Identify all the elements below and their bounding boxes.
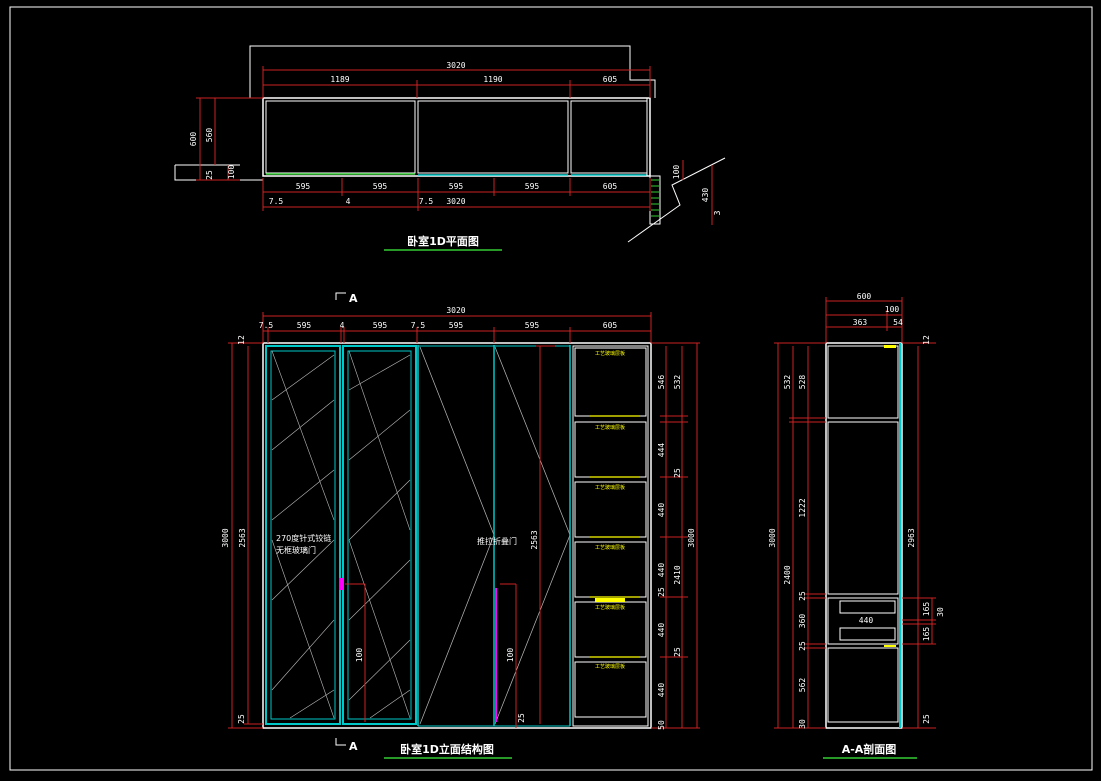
elev-door-height: 2563 xyxy=(530,530,539,549)
section-rdim-a: 165 xyxy=(922,602,931,617)
section-drawer-width: 440 xyxy=(859,616,874,625)
section-ldim-f: 360 xyxy=(798,614,807,629)
plan-ldim-c: 25 xyxy=(205,170,214,180)
note-mid: 推拉折叠门 xyxy=(477,536,517,546)
plan-ldim-d: 100 xyxy=(227,165,236,180)
section-dim-b: 100 xyxy=(885,305,900,314)
plan-dim-2: 1190 xyxy=(483,75,502,84)
elev-ldim-mid: 2563 xyxy=(238,528,247,547)
section-ldim-e: 25 xyxy=(798,591,807,601)
elev-ldim-top: 12 xyxy=(237,335,246,345)
section-ldim-h: 562 xyxy=(798,678,807,693)
section-rdim-top: 12 xyxy=(922,335,931,345)
elev-rdim-g: 440 xyxy=(657,563,666,578)
plan-rdim-b: 430 xyxy=(701,188,710,203)
section-dim-a: 600 xyxy=(857,292,872,301)
elev-dim-b: 595 xyxy=(297,321,312,330)
plan-ldim-b: 560 xyxy=(205,128,214,143)
drawing-frame xyxy=(9,6,1093,771)
elev-handle-dim-left: 100 xyxy=(355,648,364,663)
elev-rdim-f: 3000 xyxy=(687,528,696,547)
elev-rdim-c: 444 xyxy=(657,443,666,458)
elev-dim-c: 4 xyxy=(340,321,345,330)
plan-title: 卧室1D平面图 xyxy=(407,234,479,248)
elev-dim-g: 595 xyxy=(525,321,540,330)
elev-handle-dim-right: 100 xyxy=(506,648,515,663)
elev-rdim-e: 440 xyxy=(657,503,666,518)
elev-rdim-d: 25 xyxy=(673,468,682,478)
drawer-handle xyxy=(595,598,625,602)
elev-rdim-i: 25 xyxy=(657,587,666,597)
plan-bdim-a: 595 xyxy=(296,182,311,191)
plan-b2dim-c: 7.5 xyxy=(419,197,434,206)
plan-bdim-b: 595 xyxy=(373,182,388,191)
section-dim-d: 54 xyxy=(893,318,903,327)
elev-rdim-bottom: 50 xyxy=(657,720,666,730)
plan-dim-total: 3020 xyxy=(446,61,465,70)
elev-rdim-j: 440 xyxy=(657,623,666,638)
handle-left xyxy=(339,578,344,590)
plan-ldim-a: 600 xyxy=(189,132,198,147)
plan-bdim-d: 595 xyxy=(525,182,540,191)
shelf-label-4: 工艺玻璃层板 xyxy=(595,544,625,551)
elev-dim-e: 7.5 xyxy=(411,321,426,330)
plan-bdim-c: 595 xyxy=(449,182,464,191)
section-ldim-b: 528 xyxy=(798,375,807,390)
elev-dim-f: 595 xyxy=(449,321,464,330)
shelf-label-6: 工艺玻璃层板 xyxy=(595,663,625,670)
plan-view: 3020 1189 1190 605 595 595 595 595 605 7… xyxy=(174,45,726,251)
section-marker-top: A xyxy=(349,292,358,305)
section-ldim-total: 3000 xyxy=(768,528,777,547)
section-ldim-c: 1222 xyxy=(798,498,807,517)
plan-rdim-c: 3 xyxy=(713,210,722,215)
section-rdim-d: 25 xyxy=(922,714,931,724)
section-ldim-d: 2400 xyxy=(783,565,792,584)
plan-bdim-e: 605 xyxy=(603,182,618,191)
section-rdim-c: 165 xyxy=(922,627,931,642)
plan-dim-3: 605 xyxy=(603,75,618,84)
note-left-line2: 无框玻璃门 xyxy=(276,545,316,555)
elev-ldim-bottom: 25 xyxy=(237,714,246,724)
plan-rdim-a: 100 xyxy=(672,165,681,180)
elev-rdim-h: 2410 xyxy=(673,565,682,584)
note-left-line1: 270度针式铰链 xyxy=(276,533,331,543)
elevation-view: A A xyxy=(221,292,700,759)
section-rdim-total: 2963 xyxy=(907,528,916,547)
section-title: A-A剖面图 xyxy=(842,742,897,756)
plan-dim-1: 1189 xyxy=(330,75,349,84)
elev-rdim-a: 546 xyxy=(657,375,666,390)
elev-dim-h: 605 xyxy=(603,321,618,330)
elev-dim-a: 7.5 xyxy=(259,321,274,330)
section-dim-c: 363 xyxy=(853,318,868,327)
shelf-label-1: 工艺玻璃层板 xyxy=(595,350,625,357)
section-ldim-g: 25 xyxy=(798,641,807,651)
shelf-label-3: 工艺玻璃层板 xyxy=(595,484,625,491)
shelf-label-5: 工艺玻璃层板 xyxy=(595,604,625,611)
elev-dim-d: 595 xyxy=(373,321,388,330)
section-ldim-i: 30 xyxy=(798,719,807,729)
elev-inner-bottom: 25 xyxy=(517,713,526,723)
section-rdim-b: 30 xyxy=(936,607,945,617)
elev-dim-total: 3020 xyxy=(446,306,465,315)
plan-b2dim-total: 3020 xyxy=(446,197,465,206)
elev-rdim-k: 25 xyxy=(673,647,682,657)
section-marker-bottom: A xyxy=(349,740,358,753)
shelf-label-2: 工艺玻璃层板 xyxy=(595,424,625,431)
plan-b2dim-a: 7.5 xyxy=(269,197,284,206)
plan-b2dim-b: 4 xyxy=(346,197,351,206)
elev-rdim-l: 440 xyxy=(657,683,666,698)
section-ldim-a: 532 xyxy=(783,375,792,390)
elev-rdim-b: 532 xyxy=(673,375,682,390)
elevation-title: 卧室1D立面结构图 xyxy=(400,742,494,756)
elev-ldim-total: 3000 xyxy=(221,528,230,547)
section-view: 440 600 100 363 54 3000 5 xyxy=(768,292,945,759)
